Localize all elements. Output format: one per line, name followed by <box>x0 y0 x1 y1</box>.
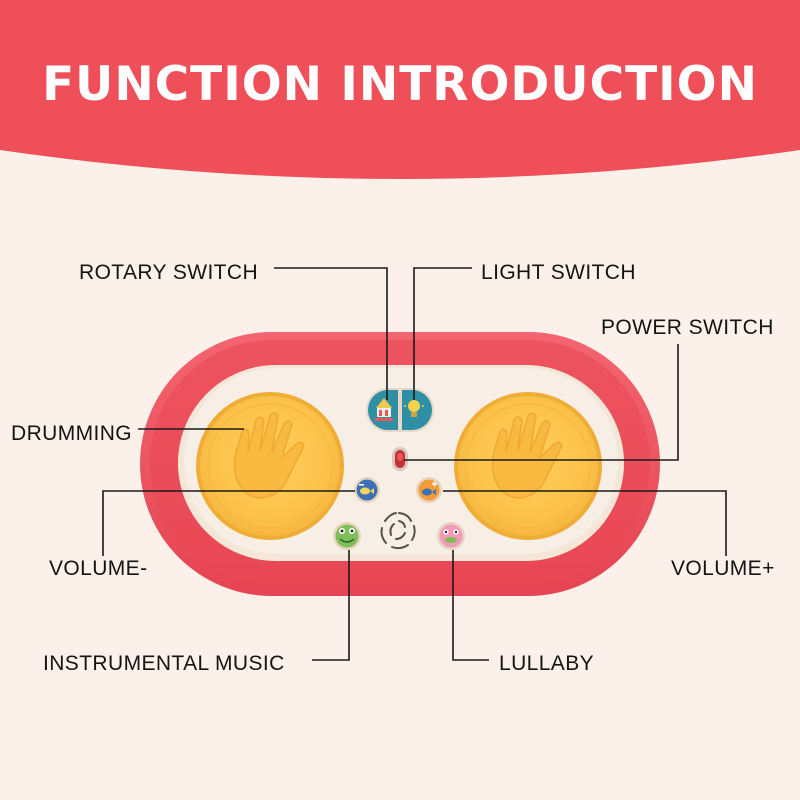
hand-print-icon <box>233 412 305 499</box>
leader-lines <box>102 267 727 661</box>
power-switch[interactable] <box>392 447 408 471</box>
instrumental-music-button[interactable] <box>333 522 361 550</box>
hand-print-icon <box>491 412 563 499</box>
drum-pad-right[interactable] <box>454 392 602 540</box>
lullaby-button[interactable] <box>437 522 465 550</box>
label-power-switch: POWER SWITCH <box>601 316 774 339</box>
pink-creature-icon <box>443 529 459 543</box>
label-drumming: DRUMMING <box>11 422 132 445</box>
label-volume-plus: VOLUME+ <box>671 557 775 580</box>
label-instrumental-music: INSTRUMENTAL MUSIC <box>43 652 285 675</box>
carousel-icon <box>375 398 393 421</box>
function-labels: ROTARY SWITCH LIGHT SWITCH POWER SWITCH … <box>11 261 775 675</box>
header-banner: FUNCTION INTRODUCTION <box>0 0 800 179</box>
speaker-grille <box>380 512 416 550</box>
label-lullaby: LULLABY <box>499 652 594 675</box>
fish-volume-down-icon <box>359 484 374 495</box>
fish-volume-up-icon <box>422 481 437 496</box>
label-volume-minus: VOLUME- <box>49 557 147 580</box>
page-title: FUNCTION INTRODUCTION <box>42 57 758 112</box>
rotary-switch-button[interactable] <box>368 390 398 430</box>
frog-icon <box>339 528 355 543</box>
drum-toy-device <box>140 332 660 596</box>
label-light-switch: LIGHT SWITCH <box>481 261 636 284</box>
label-rotary-switch: ROTARY SWITCH <box>79 261 258 284</box>
volume-minus-button[interactable] <box>354 477 380 503</box>
volume-plus-button[interactable] <box>416 477 442 503</box>
rotary-light-switch-group <box>366 388 434 432</box>
drum-pad-left[interactable] <box>196 392 344 540</box>
